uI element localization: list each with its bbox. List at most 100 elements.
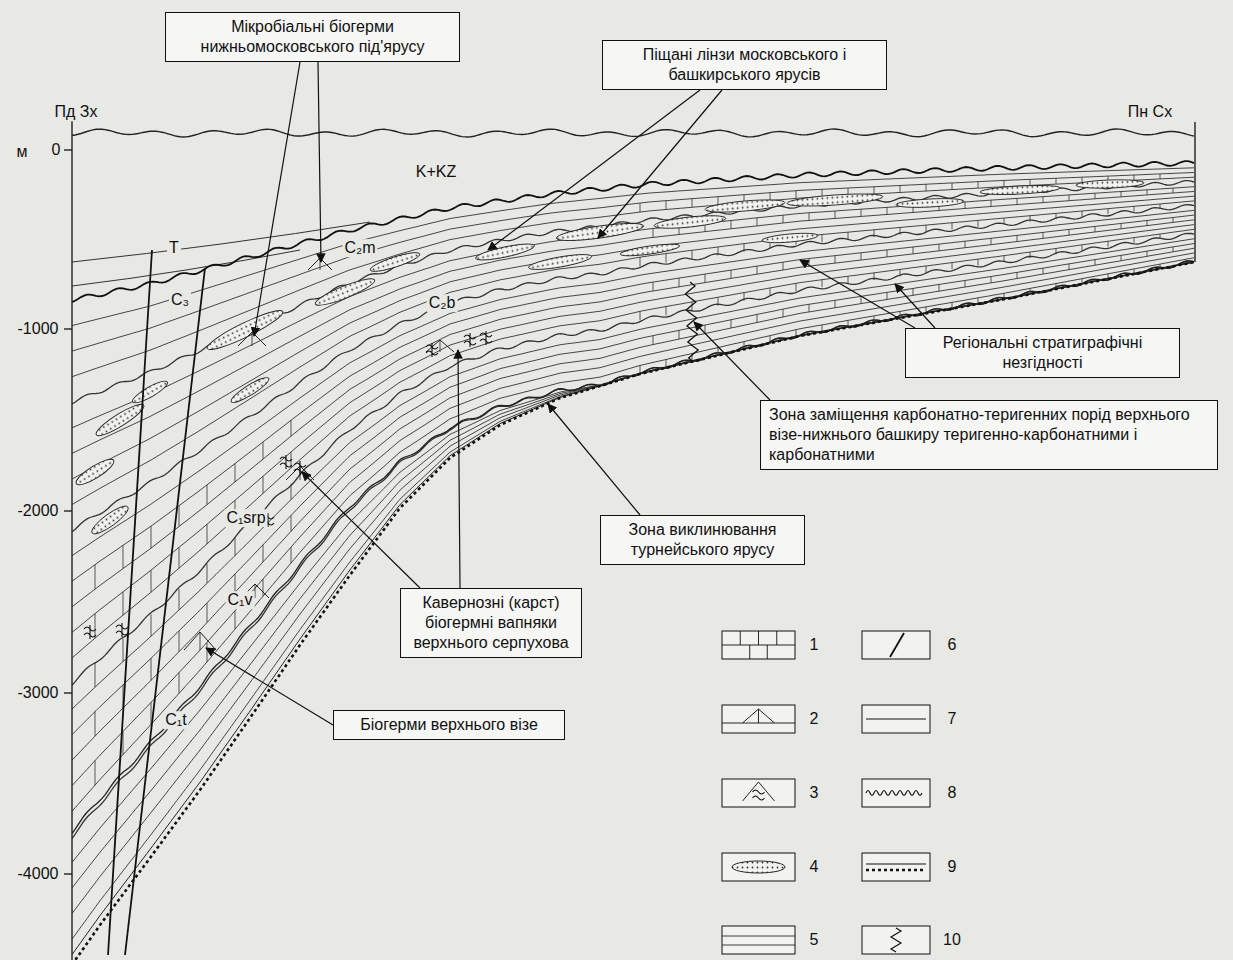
limestone-brick — [1069, 195, 1070, 201]
callout-box: Піщані лінзи московського і башкирського… — [602, 40, 887, 90]
facies-boundary — [685, 282, 698, 362]
leader-line — [598, 90, 722, 238]
limestone-brick — [978, 298, 979, 303]
limestone-brick — [207, 485, 208, 505]
limestone-brick — [95, 712, 96, 736]
legend-sample — [866, 791, 922, 796]
limestone-brick — [1069, 264, 1070, 270]
limestone-brick — [1173, 247, 1174, 252]
karst-symbol — [426, 343, 438, 357]
limestone-brick — [666, 359, 667, 366]
leader-line — [800, 260, 915, 328]
limestone-brick — [653, 282, 654, 291]
limestone-brick — [1173, 188, 1174, 193]
limestone-brick — [95, 614, 96, 638]
limestone-brick — [796, 191, 797, 199]
axis-tick — [64, 328, 72, 329]
limestone-brick — [123, 545, 124, 568]
limestone-brick — [123, 592, 124, 615]
stratum-line — [72, 262, 1194, 888]
limestone-brick — [939, 244, 940, 251]
biogerm-mound — [238, 332, 266, 346]
limestone-brick — [718, 247, 719, 255]
limestone-brick — [835, 256, 836, 263]
sand-lens — [73, 455, 117, 488]
callout-text: Зона заміщення карбонатно-теригенних пор… — [769, 405, 1209, 465]
legend-sample — [722, 853, 795, 881]
legend-number: 7 — [948, 710, 957, 728]
limestone-brick — [235, 574, 236, 592]
fault-line — [108, 250, 152, 955]
callout-box: Регіональні стратиграфічні незгідності — [905, 328, 1180, 378]
stratum-line — [72, 262, 1194, 955]
limestone-brick — [1056, 284, 1057, 289]
limestone-brick — [926, 307, 927, 312]
direction-label: Пн Сх — [1126, 103, 1174, 121]
limestone-brick — [731, 220, 732, 228]
biogerm-mound — [440, 340, 441, 352]
limestone-brick — [1004, 218, 1005, 224]
callout-text: Зона виклинювання турнейського ярусу — [609, 520, 796, 560]
limestone-brick — [783, 309, 784, 317]
limestone-brick — [809, 213, 810, 221]
limestone-brick — [692, 302, 693, 311]
limestone-brick — [151, 570, 152, 592]
limestone-brick — [1160, 264, 1161, 268]
stratum-label: C₁t — [163, 711, 188, 729]
unconformity-line — [72, 261, 1194, 834]
legend-sample — [743, 709, 775, 723]
limestone-brick — [1108, 241, 1109, 246]
limestone-brick — [207, 642, 208, 662]
limestone-brick — [1134, 238, 1135, 243]
sand-lens — [620, 242, 681, 258]
stratum-label: C₂m — [342, 239, 377, 257]
limestone-brick — [207, 603, 208, 623]
legend-number: 10 — [943, 931, 961, 949]
limestone-brick — [1017, 235, 1018, 241]
limestone-brick — [235, 537, 236, 555]
limestone-brick — [1082, 211, 1083, 217]
sand-lens — [528, 252, 593, 273]
legend-sample — [862, 926, 930, 954]
limestone-brick — [861, 253, 862, 260]
limestone-brick — [653, 336, 654, 345]
limestone-brick — [123, 638, 124, 661]
limestone-brick — [965, 241, 966, 248]
callout-text: Кавернозні (карст) біогермні вапняки вер… — [409, 593, 573, 653]
legend-sample — [722, 705, 795, 733]
limestone-brick — [926, 266, 927, 273]
limestone-brick — [952, 302, 953, 307]
legend-sample — [866, 864, 926, 865]
limestone-brick — [874, 316, 875, 322]
legend-number: 1 — [810, 636, 819, 654]
limestone-brick — [991, 200, 992, 206]
sand-lens — [705, 198, 786, 215]
axis-tick — [64, 510, 72, 511]
limestone-brick — [1160, 204, 1161, 209]
limestone-brick — [1069, 229, 1070, 235]
stratum-line — [72, 239, 1194, 709]
limestone-brick — [1082, 279, 1083, 284]
karst-symbol — [480, 331, 492, 345]
biogerm-mound — [255, 584, 256, 598]
limestone-brick — [692, 250, 693, 259]
stratum-line — [72, 248, 1194, 760]
limestone-brick — [1004, 256, 1005, 262]
stratum-label: C₂b — [427, 294, 458, 312]
callout-box: Зона заміщення карбонатно-теригенних пор… — [760, 400, 1218, 470]
sand-lens — [762, 232, 818, 245]
limestone-brick — [666, 254, 667, 263]
limestone-brick — [1082, 245, 1083, 251]
leader-line — [254, 62, 300, 336]
limestone-brick — [874, 230, 875, 237]
limestone-brick — [887, 250, 888, 257]
limestone-brick — [263, 579, 264, 596]
legend-sample — [862, 779, 930, 807]
limestone-brick — [835, 211, 836, 218]
limestone-brick — [291, 484, 292, 500]
callout-box: Біогерми верхнього візе — [333, 710, 565, 740]
stratum-label: C₁srp — [224, 509, 267, 527]
limestone-brick — [978, 182, 979, 188]
limestone-brick — [887, 207, 888, 214]
legend-sample — [722, 926, 795, 954]
